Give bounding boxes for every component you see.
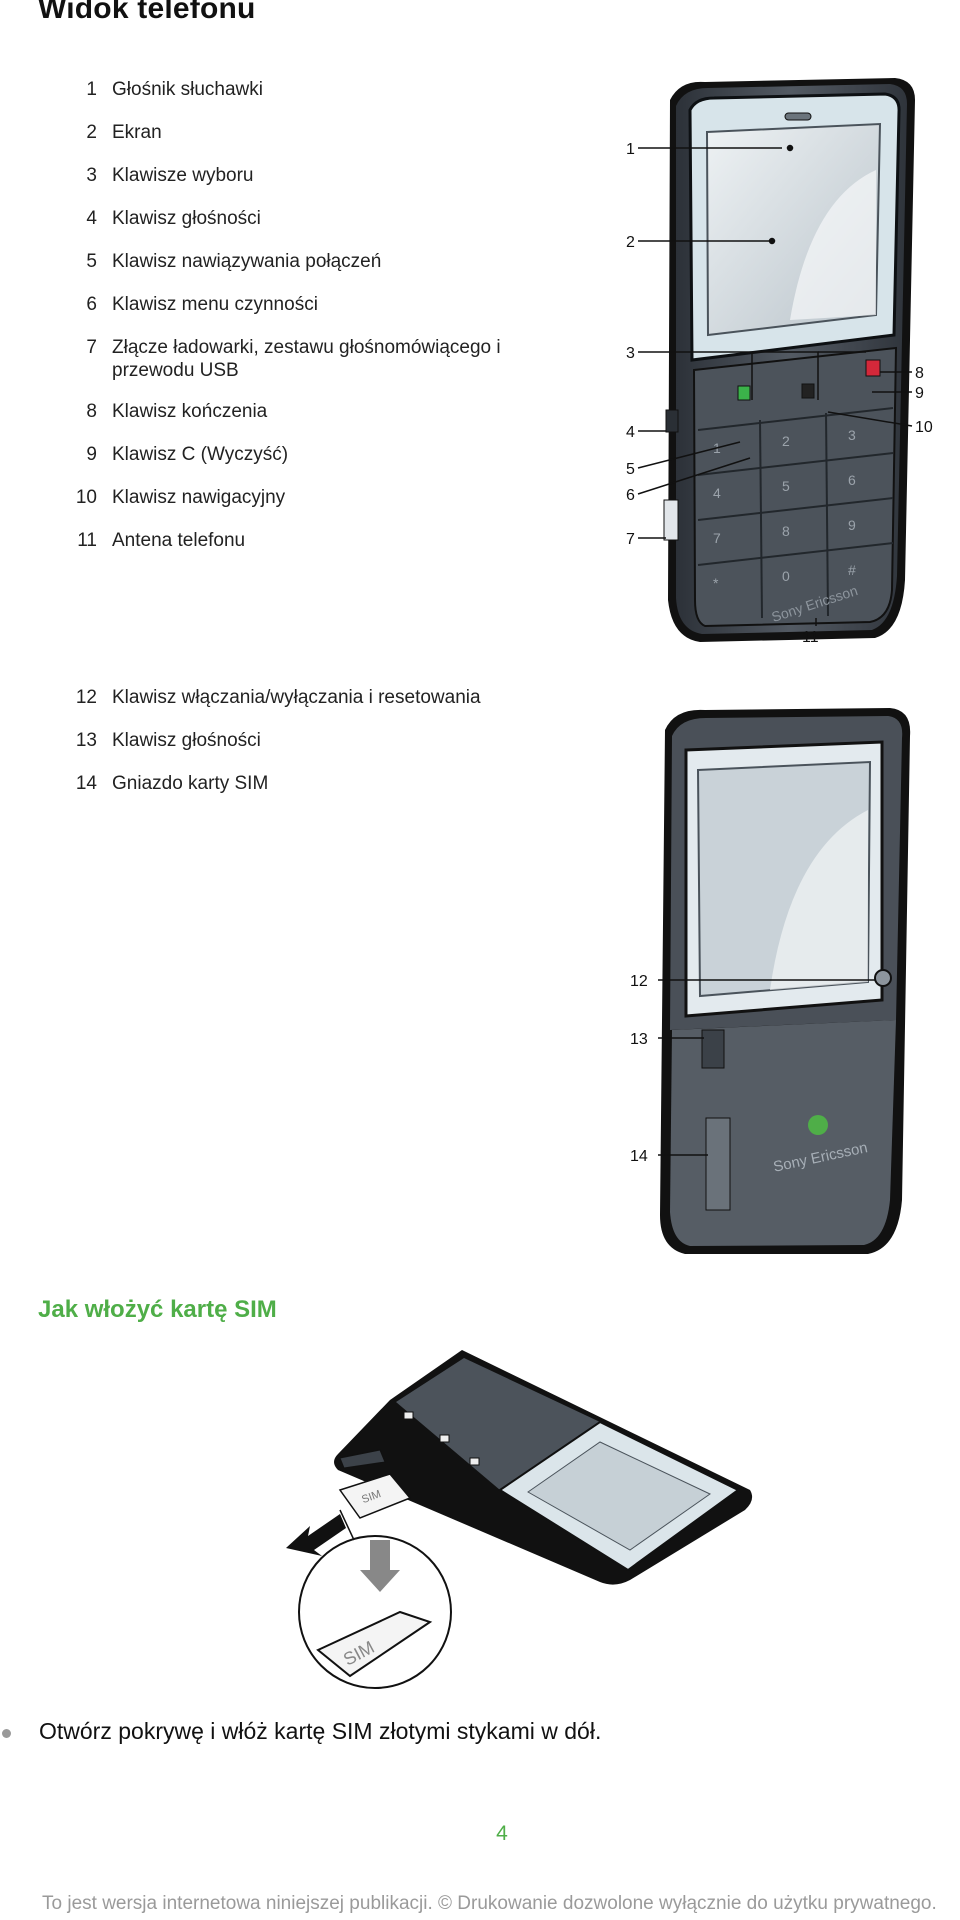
key-3: 3: [848, 427, 856, 443]
key-7: 7: [713, 530, 721, 546]
page-number: 4: [496, 1822, 508, 1845]
part-label: Złącze ładowarki, zestawu głośnomówiąceg…: [112, 337, 501, 381]
phone-front-figure: 1 2 3 4 5 6 7 8 9 * 0 # Sony Ericsson 1 …: [626, 78, 933, 646]
callout-13: 13: [630, 1031, 648, 1048]
part-label: Klawisz nawigacyjny: [112, 487, 286, 508]
zoom-leader-line: [339, 1509, 355, 1541]
part-label: Ekran: [112, 122, 162, 143]
part-number: 8: [86, 401, 97, 422]
key-star: *: [713, 575, 719, 591]
page-title: Widok telefonu: [38, 0, 256, 25]
part-label: Klawisz głośności: [112, 730, 261, 751]
callout-lines: [637, 144, 913, 626]
part-number: 3: [86, 165, 97, 186]
part-label: Antena telefonu: [112, 530, 246, 551]
key-4: 4: [713, 485, 721, 501]
callout-5: 5: [626, 461, 635, 478]
key-8: 8: [782, 523, 790, 539]
instruction-bullet: Otwórz pokrywę i włóż kartę SIM złotymi …: [0, 1718, 960, 1752]
callout-2: 2: [626, 234, 635, 251]
part-label: Głośnik słuchawki: [112, 79, 263, 100]
usb-connector: [663, 499, 679, 541]
footer-note: To jest wersja internetowa niniejszej pu…: [42, 1893, 937, 1914]
callout-12: 12: [630, 973, 648, 990]
part-number: 11: [77, 530, 97, 551]
callout-14: 14: [630, 1148, 648, 1165]
callout-7: 7: [626, 531, 635, 548]
sim-card: SIM: [338, 1473, 412, 1519]
part-label: Gniazdo karty SIM: [112, 773, 269, 794]
part-number: 14: [75, 773, 97, 794]
part-number: 7: [86, 337, 97, 358]
part-label: Klawisz nawiązywania połączeń: [112, 251, 382, 272]
callout-4: 4: [626, 424, 635, 441]
callout-9: 9: [915, 385, 924, 402]
phone-front-keypad: 1 2 3 4 5 6 7 8 9 * 0 # Sony Ericsson: [692, 346, 898, 628]
callout-6: 6: [626, 487, 635, 504]
callout-1: 1: [626, 141, 635, 158]
phone-back-figure: Sony Ericsson 12 13 14: [630, 708, 911, 1254]
part-number: 10: [75, 487, 97, 508]
insert-arrow-icon: [286, 1514, 346, 1556]
part-number: 5: [86, 251, 97, 272]
part-number: 4: [86, 208, 97, 229]
instruction-text: Otwórz pokrywę i włóż kartę SIM złotymi …: [39, 1718, 602, 1744]
callout-10: 10: [915, 419, 933, 436]
sim-card-detail: [316, 1610, 433, 1678]
key-5: 5: [782, 478, 790, 494]
part-number: 13: [75, 730, 97, 751]
part-number: 6: [86, 294, 97, 315]
key-9: 9: [848, 517, 856, 533]
part-label: Klawisz menu czynności: [112, 294, 318, 315]
phone-open-body: [334, 1350, 753, 1585]
callout-11: 11: [802, 629, 819, 646]
volume-key-side: [665, 409, 679, 433]
down-arrow-icon: [360, 1540, 400, 1592]
part-number: 1: [86, 79, 97, 100]
callout-8: 8: [915, 365, 924, 382]
phone-back-body: Sony Ericsson: [660, 708, 911, 1254]
key-6: 6: [848, 472, 856, 488]
part-number: 12: [75, 687, 97, 708]
callout-lines: [658, 979, 875, 1156]
part-number: 9: [86, 444, 97, 465]
key-0: 0: [782, 568, 790, 584]
part-label: Klawisze wyboru: [112, 165, 254, 186]
key-hash: #: [848, 562, 856, 578]
part-label: Klawisz głośności: [112, 208, 261, 229]
sim-insertion-figure: SIM SIM: [286, 1350, 753, 1689]
key-2: 2: [782, 433, 790, 449]
part-label: Klawisz włączania/wyłączania i resetowan…: [112, 687, 481, 708]
part-number: 2: [86, 122, 97, 143]
bullet-dot: [2, 1729, 11, 1738]
callout-3: 3: [626, 345, 635, 362]
part-label: Klawisz C (Wyczyść): [112, 444, 289, 465]
part-label: Klawisz kończenia: [112, 401, 268, 422]
sim-section-title: Jak włożyć kartę SIM: [38, 1296, 277, 1323]
